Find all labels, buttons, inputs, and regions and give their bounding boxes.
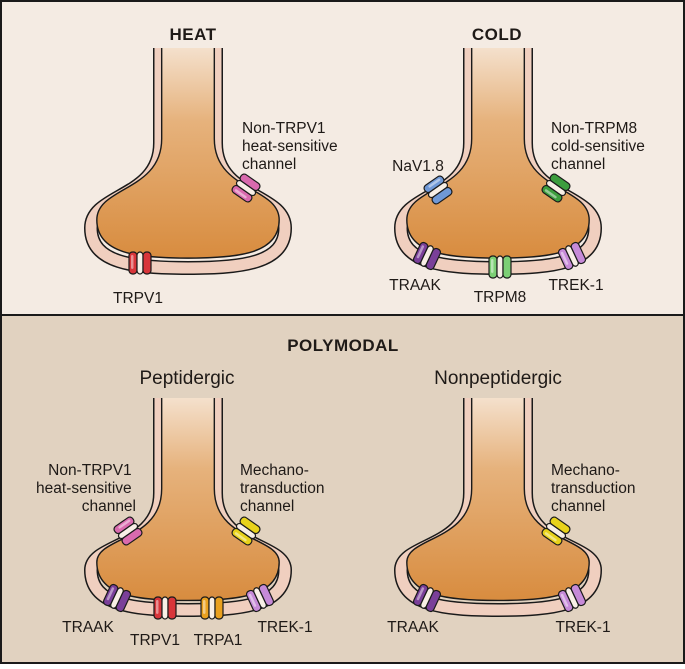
cold-trek1-channel bbox=[557, 241, 587, 271]
pep-mechano-channel bbox=[231, 516, 261, 546]
pep-mechano-label: Mechano- transduction channel bbox=[240, 462, 329, 515]
nonpep-trek1-label: TREK-1 bbox=[555, 619, 610, 636]
heat-trpv1-channel bbox=[128, 251, 152, 275]
cold-trek1-label: TREK-1 bbox=[548, 277, 603, 294]
cold-navi18-label: NaV1.8 bbox=[392, 158, 444, 175]
nonpep-mechano-label: Mechano- transduction channel bbox=[551, 462, 640, 515]
pep-trpv1-channel bbox=[153, 596, 177, 620]
nonpep-trek1-channel bbox=[557, 583, 587, 613]
pep-traak-label: TRAAK bbox=[62, 619, 114, 636]
heat-non-trpv1-channel bbox=[231, 173, 261, 203]
heat-terminal-cytoplasm bbox=[96, 47, 280, 259]
nonpeptidergic-terminal-cytoplasm bbox=[406, 397, 590, 602]
heat-non-trpv1-label: Non-TRPV1 heat-sensitive channel bbox=[242, 120, 342, 173]
nonpep-traak-label: TRAAK bbox=[387, 619, 439, 636]
peptidergic-title: Peptidergic bbox=[139, 368, 234, 389]
pep-trek1-label: TREK-1 bbox=[257, 619, 312, 636]
nonpeptidergic-title: Nonpeptidergic bbox=[434, 368, 562, 389]
cold-trpm8-label: TRPM8 bbox=[474, 289, 527, 306]
pep-non-trpv1-channel bbox=[113, 516, 143, 546]
pep-trpv1-label: TRPV1 bbox=[130, 632, 180, 649]
pep-non-trpv1-label: Non-TRPV1 heat-sensitive channel bbox=[36, 462, 136, 515]
cold-traak-label: TRAAK bbox=[389, 277, 441, 294]
ion-channels bbox=[102, 173, 587, 620]
nonpep-traak-channel bbox=[412, 583, 442, 613]
cold-navi18-channel bbox=[423, 175, 453, 205]
cold-trpm8-channel bbox=[488, 255, 512, 279]
heat-trpv1-label: TRPV1 bbox=[113, 290, 163, 307]
pep-trek1-channel bbox=[245, 583, 275, 613]
cold-title: COLD bbox=[472, 25, 522, 44]
cold-non-trpm8-label: Non-TRPM8 cold-sensitive channel bbox=[551, 120, 649, 173]
heat-title: HEAT bbox=[169, 25, 216, 44]
pep-trpa1-label: TRPA1 bbox=[194, 632, 243, 649]
cold-non-trpm8-channel bbox=[541, 173, 571, 203]
cold-traak-channel bbox=[412, 241, 442, 271]
nerve-terminals bbox=[84, 47, 602, 617]
nonpep-mechano-channel bbox=[541, 516, 571, 546]
peptidergic-terminal-cytoplasm bbox=[96, 397, 280, 602]
polymodal-title: POLYMODAL bbox=[287, 336, 399, 355]
pep-traak-channel bbox=[102, 583, 132, 613]
pep-trpa1-channel bbox=[200, 596, 224, 620]
